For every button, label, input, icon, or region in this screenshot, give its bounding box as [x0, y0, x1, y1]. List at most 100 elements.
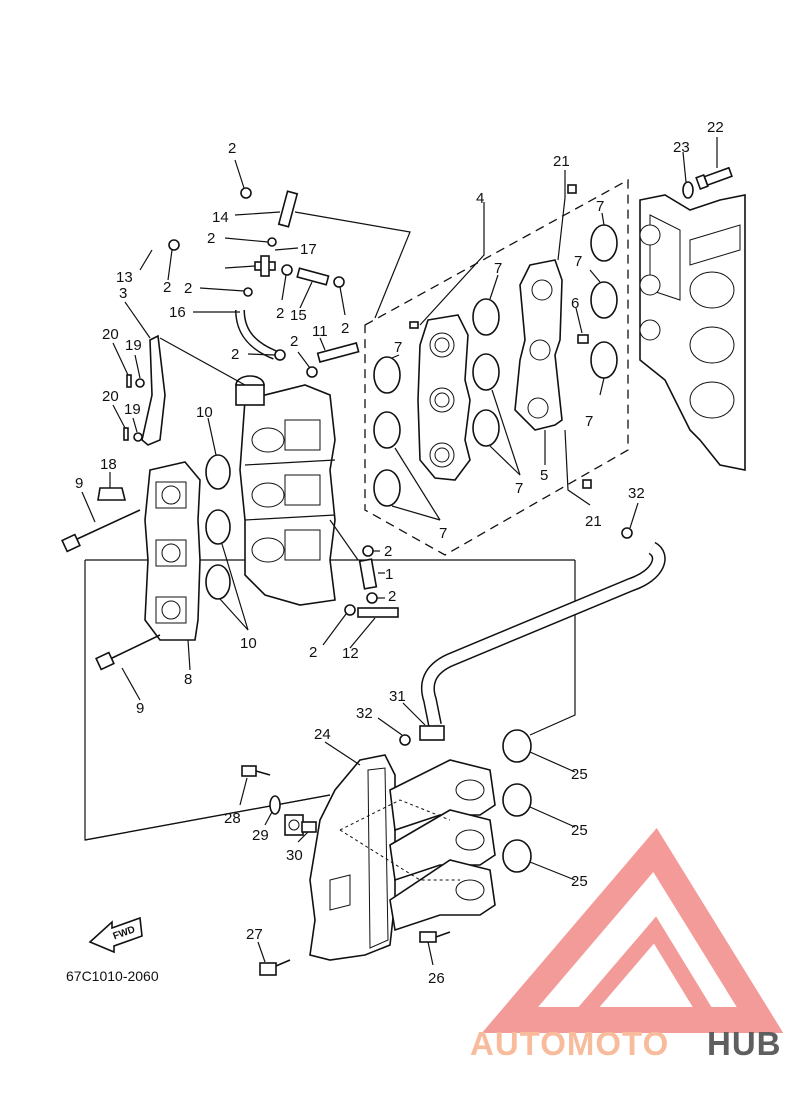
callout-7: 7 [515, 480, 523, 497]
watermark-logo: AUTOMOTO HUB [470, 827, 784, 1062]
callout-2: 2 [276, 305, 284, 322]
callout-4: 4 [476, 190, 484, 207]
callout-3: 3 [119, 285, 127, 302]
watermark-text-1: AUTOMOTO [470, 1025, 669, 1062]
carb-plate-8 [144, 461, 201, 641]
hose-1 [358, 558, 378, 590]
callout-10: 10 [240, 635, 257, 652]
callout-13: 13 [116, 269, 133, 286]
hose-14 [277, 190, 299, 228]
callout-29: 29 [252, 827, 269, 844]
callout-32: 32 [628, 485, 645, 502]
callout-18: 18 [100, 456, 117, 473]
callout-17: 17 [300, 241, 317, 258]
pin-20-lower [123, 427, 129, 441]
callout-2: 2 [309, 644, 317, 661]
callout-23: 23 [673, 139, 690, 156]
callout-2: 2 [384, 543, 392, 560]
callout-7: 7 [494, 260, 502, 277]
intake-adapter [417, 314, 471, 481]
callout-5: 5 [540, 467, 548, 484]
o-rings-7 [373, 224, 618, 507]
pin-20-upper [126, 374, 132, 388]
clip-19-upper [135, 378, 145, 388]
callout-16: 16 [169, 304, 186, 321]
callout-27: 27 [246, 926, 263, 943]
callout-21: 21 [585, 513, 602, 530]
callout-2: 2 [163, 279, 171, 296]
callout-31: 31 [389, 688, 406, 705]
bolt-28 [241, 765, 271, 777]
callout-2: 2 [184, 280, 192, 297]
dowel-21-top [567, 184, 577, 194]
forward-arrow: FWD [88, 916, 143, 954]
callout-7: 7 [574, 253, 582, 270]
washer-23 [682, 181, 694, 199]
callout-8: 8 [184, 671, 192, 688]
clip-19-lower [133, 432, 143, 442]
callout-22: 22 [707, 119, 724, 136]
clip-18 [97, 487, 127, 501]
bolt-9-lower [95, 634, 161, 671]
callout-25: 25 [571, 873, 588, 890]
callout-9: 9 [136, 700, 144, 717]
callout-32: 32 [356, 705, 373, 722]
cylinder-block [639, 194, 746, 471]
callout-20: 20 [102, 388, 119, 405]
manifold-24 [309, 754, 496, 961]
callout-7: 7 [585, 413, 593, 430]
carburetor-assembly [235, 375, 336, 606]
dowel-21-bottom [582, 479, 592, 489]
pipe-11 [316, 341, 360, 363]
pipe-12 [357, 607, 399, 618]
bolt-22 [695, 166, 733, 191]
callout-9: 9 [75, 475, 83, 492]
callout-2: 2 [290, 333, 298, 350]
callout-10: 10 [196, 404, 213, 421]
callout-2: 2 [207, 230, 215, 247]
callout-28: 28 [224, 810, 241, 827]
joint-17 [254, 255, 276, 277]
callout-7: 7 [439, 525, 447, 542]
bolt-27 [259, 959, 291, 976]
hose-31-end [419, 725, 445, 741]
callout-12: 12 [342, 645, 359, 662]
diagram-part-code: 67C1010-2060 [66, 968, 159, 984]
callout-30: 30 [286, 847, 303, 864]
bolt-9-upper [61, 509, 141, 553]
hose-31 [420, 541, 666, 727]
bolt-26 [419, 931, 451, 943]
callout-6: 6 [571, 295, 579, 312]
callout-20: 20 [102, 326, 119, 343]
callout-2: 2 [231, 346, 239, 363]
hose-clips-2 [168, 187, 378, 616]
link-rod-3 [141, 334, 166, 446]
screw-6 [577, 334, 589, 344]
callout-19: 19 [125, 337, 142, 354]
clip-32-lower [399, 734, 411, 746]
callout-7: 7 [394, 339, 402, 356]
callout-labels: 1 2 2 2 2 2 2 2 2 2 2 2 3 4 5 6 7 7 7 7 … [75, 119, 724, 987]
callout-2: 2 [388, 588, 396, 605]
o-rings-10 [205, 454, 231, 600]
gaskets-25 [502, 729, 532, 873]
clip-32-upper [621, 527, 633, 539]
callout-25: 25 [571, 822, 588, 839]
washer-29 [269, 795, 281, 815]
callout-24: 24 [314, 726, 331, 743]
watermark-text-2: HUB [707, 1025, 782, 1062]
callout-19: 19 [124, 401, 141, 418]
callout-26: 26 [428, 970, 445, 987]
callout-7: 7 [596, 198, 604, 215]
callout-14: 14 [212, 209, 229, 226]
callout-15: 15 [290, 307, 307, 324]
callout-2: 2 [341, 320, 349, 337]
callout-2: 2 [228, 140, 236, 157]
assembly-group-outline [364, 178, 629, 556]
callout-11: 11 [312, 323, 328, 340]
pipe-15 [296, 267, 330, 286]
callout-21: 21 [553, 153, 570, 170]
fitting-30 [284, 814, 317, 836]
